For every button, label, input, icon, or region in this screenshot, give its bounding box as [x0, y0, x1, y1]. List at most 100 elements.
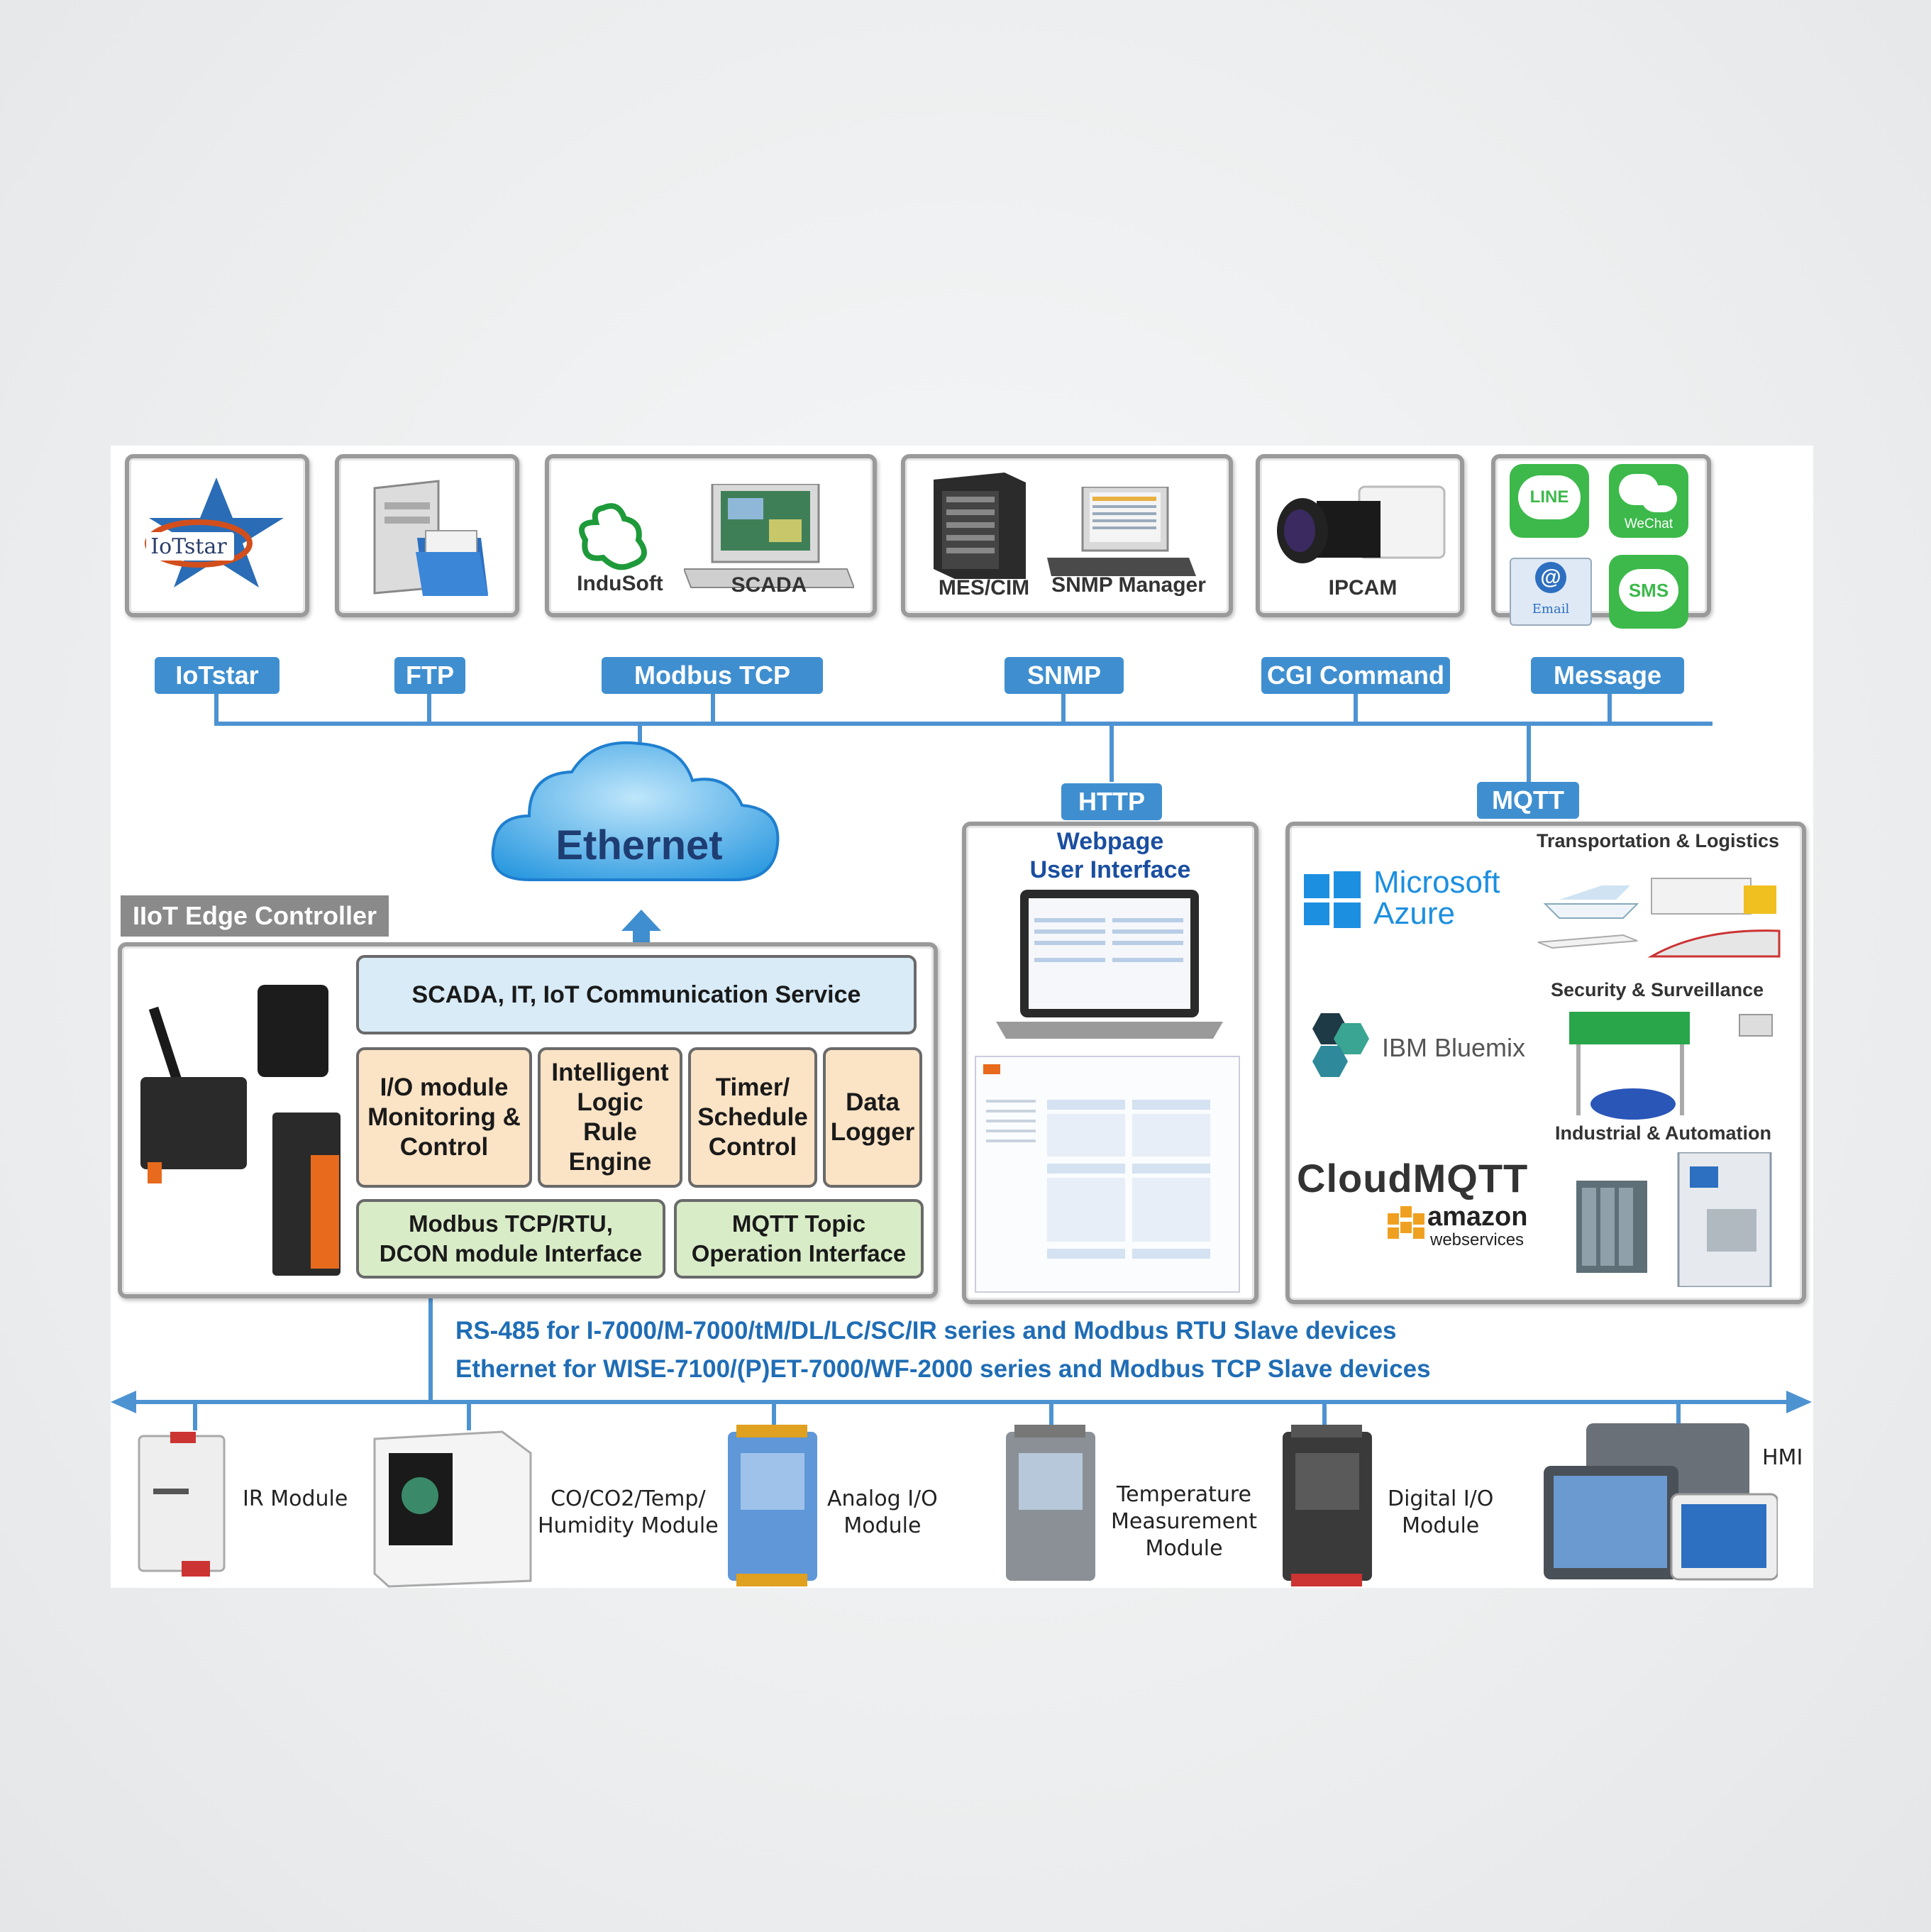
server-icon — [934, 473, 1026, 579]
sms-label: SMS — [1619, 569, 1678, 612]
temperature-module-image — [1006, 1425, 1095, 1581]
azure-label: Microsoft Azure — [1373, 865, 1500, 931]
cloudmqtt-logo: CloudMQTT — [1297, 1156, 1529, 1200]
top-bus-line — [214, 722, 1713, 726]
webpage-title: Webpage User Interface — [1029, 828, 1191, 883]
connector — [1049, 1402, 1053, 1430]
analog-io-module-image — [728, 1425, 817, 1586]
snmp-tag: SNMP — [1005, 657, 1124, 694]
message-tag: Message — [1531, 657, 1684, 694]
connector — [1608, 687, 1612, 724]
line-label: LINE — [1518, 475, 1581, 519]
http-tag: HTTP — [1061, 783, 1162, 820]
cgi-command-tag: CGI Command — [1261, 657, 1450, 694]
up-arrow-icon — [621, 910, 661, 959]
iotstar-box: IoTstar — [125, 454, 309, 617]
windows-logo-icon — [1304, 871, 1361, 928]
module-logic-engine: Intelligent Logic Rule Engine — [538, 1047, 682, 1188]
category-industrial: Industrial & Automation — [1555, 1122, 1771, 1144]
connector — [1110, 724, 1114, 782]
snmp-box: MES/CIM SNMP Manager — [901, 454, 1233, 617]
security-icon — [1569, 1012, 1773, 1120]
modbus-tcp-tag: Modbus TCP — [602, 657, 823, 694]
ftp-tag: FTP — [394, 657, 465, 694]
snmp-manager-icon — [1047, 487, 1196, 576]
file-server-icon — [373, 480, 488, 596]
ir-module-image — [138, 1432, 226, 1577]
connector — [1527, 724, 1531, 782]
connector — [214, 687, 218, 724]
scada-icon — [684, 484, 854, 588]
ethernet-cloud-icon — [491, 741, 780, 881]
cgi-command-box: IPCAM — [1256, 454, 1464, 617]
category-transportation: Transportation & Logistics — [1537, 830, 1780, 851]
web-ui-screenshot — [975, 1056, 1240, 1293]
transport-icon — [1537, 878, 1781, 958]
camera-icon — [1277, 485, 1446, 563]
amazon-label: amazon — [1427, 1202, 1528, 1232]
email-label: Email — [1532, 602, 1570, 617]
device-bus-line — [131, 1400, 1792, 1404]
controller-title: IIoT Edge Controller — [121, 895, 389, 937]
architecture-diagram: IoTstar InduSoft SCADA — [111, 446, 1813, 1588]
controller-device-images — [140, 985, 341, 1276]
hmi-image — [1544, 1423, 1778, 1581]
mqtt-tag: MQTT — [1477, 782, 1579, 819]
ftp-box — [335, 454, 519, 617]
induSoft-caption: InduSoft — [577, 572, 663, 595]
connector — [772, 1402, 776, 1430]
connector — [1676, 1402, 1681, 1430]
modbus-tcp-box: InduSoft SCADA — [545, 454, 877, 617]
ir-module-label: IR Module — [243, 1486, 348, 1511]
analog-io-module-label: Analog I/O Module — [827, 1486, 938, 1538]
connector — [1061, 687, 1066, 724]
hmi-label: HMI — [1762, 1445, 1803, 1470]
industrial-icon — [1576, 1152, 1772, 1287]
rs485-bus-label: RS-485 for I-7000/M-7000/tM/DL/LC/SC/IR … — [455, 1317, 1397, 1345]
connector — [193, 1402, 197, 1430]
ipcam-caption: IPCAM — [1328, 576, 1398, 600]
bus-arrow-right-icon — [1786, 1391, 1812, 1413]
module-timer-schedule: Timer/ Schedule Control — [688, 1047, 817, 1188]
connector — [1354, 687, 1358, 724]
interface-mqtt-topic: MQTT Topic Operation Interface — [674, 1199, 924, 1279]
humidity-module-label: CO/CO2/Temp/ Humidity Module — [538, 1486, 719, 1538]
indusoft-logo — [579, 503, 647, 570]
aws-icon — [1388, 1206, 1424, 1239]
wechat-label: WeChat — [1624, 517, 1673, 531]
svg-text:IoTstar: IoTstar — [150, 534, 227, 559]
digital-io-module-image — [1283, 1425, 1372, 1586]
wechat-icon: WeChat — [1609, 464, 1688, 538]
snmp-manager-caption: SNMP Manager — [1051, 573, 1206, 597]
laptop-icon — [996, 890, 1223, 1039]
controller-drop-line — [428, 1297, 433, 1403]
scada-caption: SCADA — [731, 573, 807, 597]
webservices-label: webservices — [1430, 1230, 1525, 1249]
digital-io-module-label: Digital I/O Module — [1388, 1486, 1494, 1538]
message-box: LINE WeChat @ Email SMS — [1491, 454, 1711, 629]
interface-modbus-dcon: Modbus TCP/RTU, DCON module Interface — [356, 1199, 665, 1279]
iotstar-logo: IoTstar — [145, 478, 284, 587]
iotstar-tag: IoTstar — [155, 657, 280, 694]
sms-icon: SMS — [1609, 555, 1688, 629]
module-io-monitoring: I/O module Monitoring & Control — [356, 1047, 532, 1188]
connector — [467, 1402, 471, 1430]
humidity-module-image — [373, 1430, 532, 1588]
ibm-bluemix-icon — [1312, 1013, 1369, 1077]
ibm-bluemix-label: IBM Bluemix — [1382, 1033, 1526, 1062]
line-icon: LINE — [1510, 464, 1589, 538]
connector — [711, 687, 715, 724]
connector — [1322, 1402, 1327, 1430]
connector — [638, 724, 642, 746]
email-icon: @ Email — [1510, 558, 1592, 626]
temperature-module-label: Temperature Measurement Module — [1111, 1482, 1257, 1561]
communication-service-box: SCADA, IT, IoT Communication Service — [356, 955, 917, 1034]
ethernet-bus-label: Ethernet for WISE-7100/(P)ET-7000/WF-200… — [455, 1355, 1431, 1383]
mes-cim-caption: MES/CIM — [938, 576, 1030, 600]
bus-arrow-left-icon — [111, 1391, 136, 1413]
connector — [427, 687, 431, 724]
category-security: Security & Surveillance — [1551, 979, 1764, 1000]
module-data-logger: Data Logger — [823, 1047, 922, 1188]
ethernet-label: Ethernet — [555, 822, 723, 868]
